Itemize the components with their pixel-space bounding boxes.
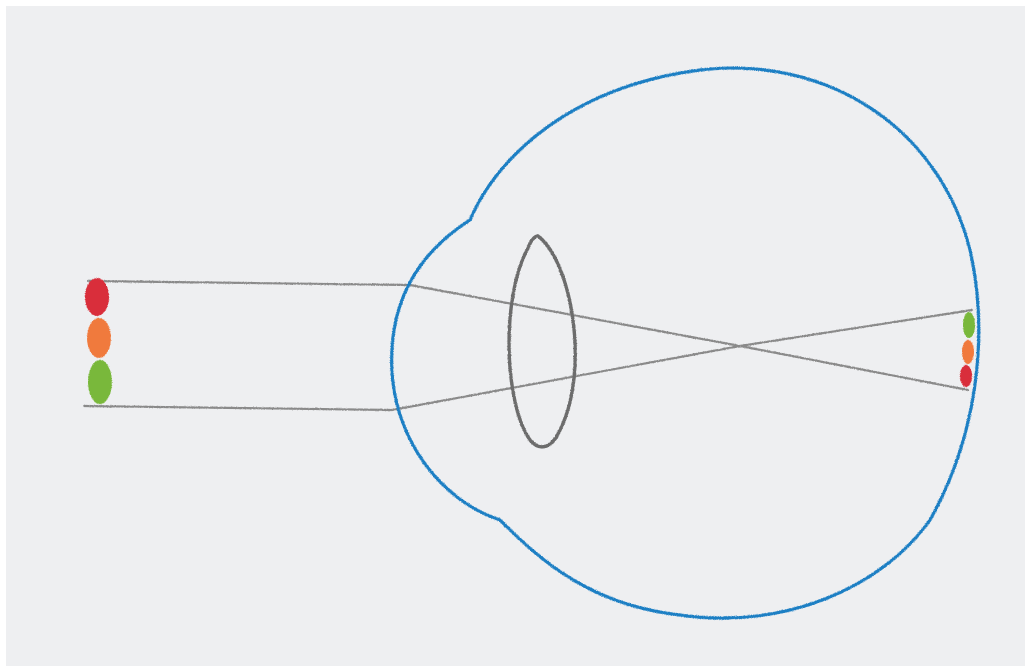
retinal-image-dot-top [963, 312, 975, 338]
retinal-image-dot-middle [962, 340, 974, 364]
object-dot-bottom [88, 360, 112, 404]
object-dot-middle [87, 318, 111, 358]
object [85, 278, 112, 404]
paper-background [6, 6, 1025, 666]
retinal-image-dot-bottom [960, 365, 972, 387]
object-dot-top [85, 278, 109, 316]
